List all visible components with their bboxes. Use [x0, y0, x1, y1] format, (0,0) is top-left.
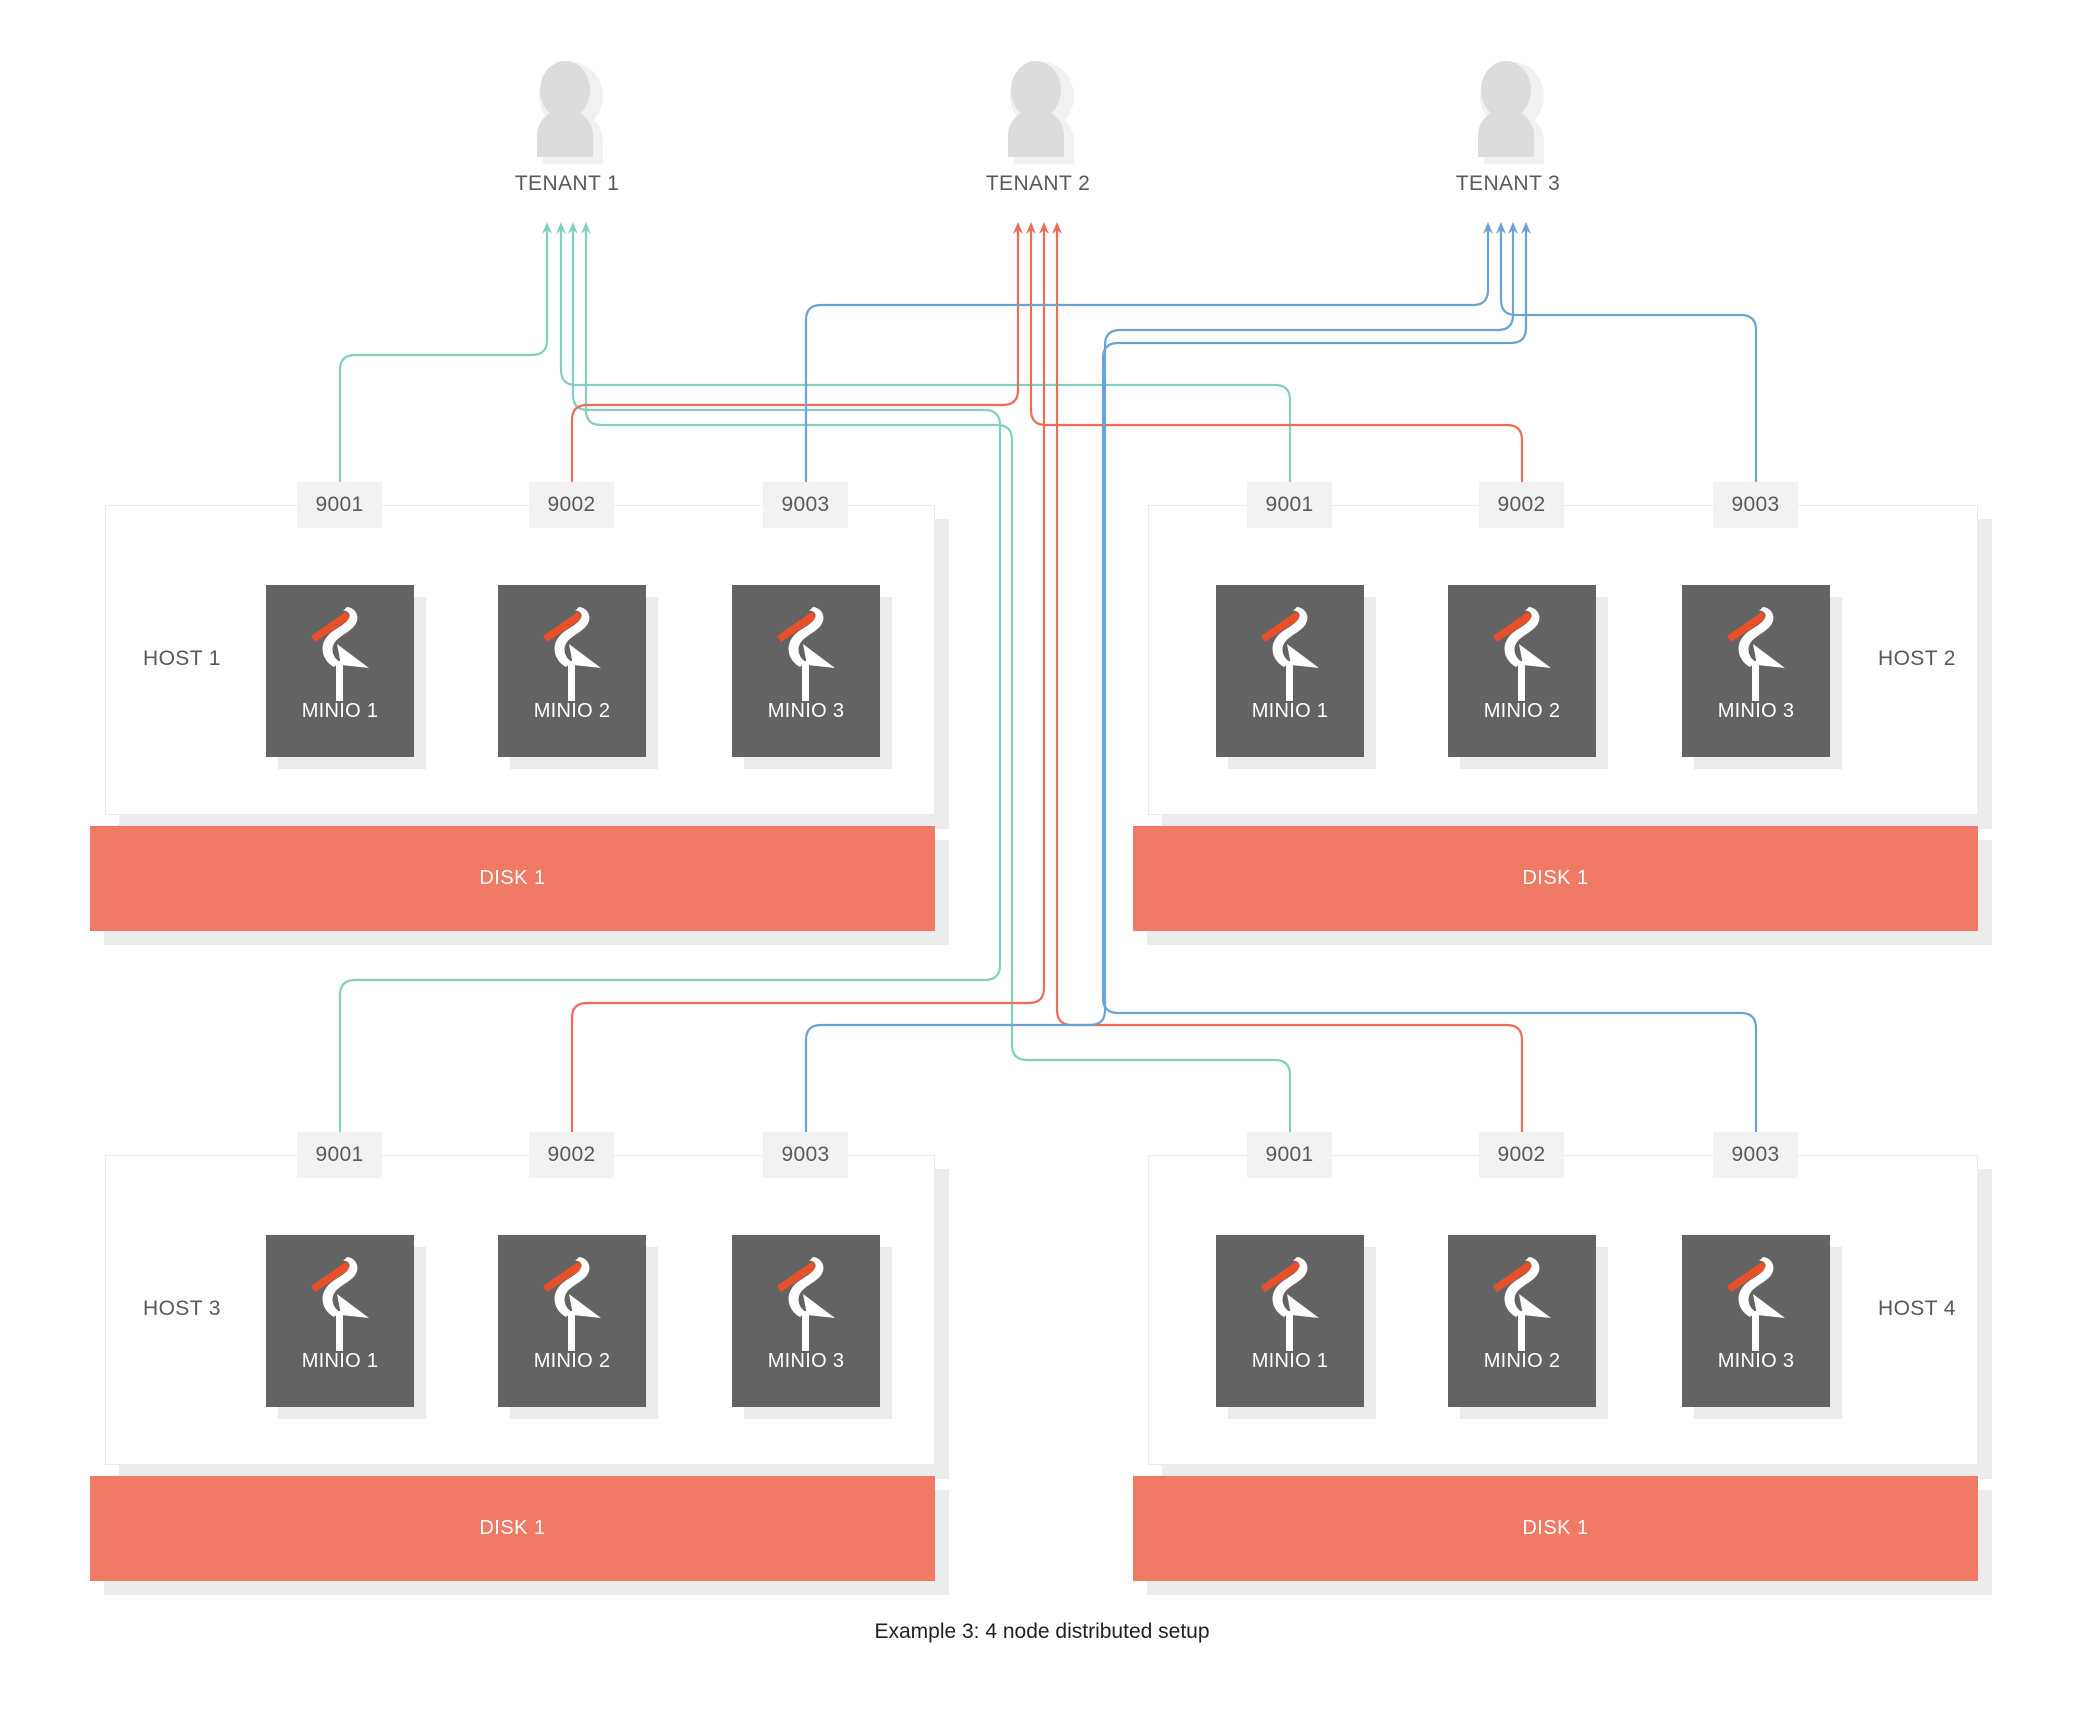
minio-node-1[interactable]: MINIO 1 [1216, 1235, 1364, 1407]
port-chip-9003[interactable]: 9003 [1713, 482, 1798, 528]
host-4-label: HOST 4 [1878, 1297, 1956, 1320]
port-chip-9001[interactable]: 9001 [1247, 482, 1332, 528]
minio-node-3[interactable]: MINIO 3 [732, 585, 880, 757]
port-chip-9002[interactable]: 9002 [1479, 1132, 1564, 1178]
port-chip-9003[interactable]: 9003 [763, 1132, 848, 1178]
minio-node-3-label: MINIO 3 [767, 1350, 845, 1372]
tenant-3-label: TENANT 3 [1455, 172, 1561, 195]
minio-node-2[interactable]: MINIO 2 [1448, 1235, 1596, 1407]
host-2-label: HOST 2 [1878, 647, 1956, 670]
tenant-1[interactable]: TENANT 1 [467, 52, 667, 196]
disk-bar-host-3[interactable]: DISK 1 [90, 1476, 935, 1581]
minio-node-2-label: MINIO 2 [1483, 1350, 1561, 1372]
minio-node-3[interactable]: MINIO 3 [732, 1235, 880, 1407]
port-chip-9001[interactable]: 9001 [1247, 1132, 1332, 1178]
minio-node-3-label: MINIO 3 [1717, 1350, 1795, 1372]
port-chip-9001[interactable]: 9001 [297, 1132, 382, 1178]
tenant-3[interactable]: TENANT 3 [1408, 52, 1608, 196]
tenant-arrowheads [542, 222, 1531, 234]
minio-flamingo-logo [1493, 607, 1551, 701]
minio-flamingo-logo [777, 1257, 835, 1351]
minio-node-2[interactable]: MINIO 2 [498, 1235, 646, 1407]
user-avatar-icon [521, 52, 613, 164]
port-chip-9001[interactable]: 9001 [297, 482, 382, 528]
minio-node-1-label: MINIO 1 [301, 1350, 379, 1372]
wire-tenant1-host1 [338, 226, 549, 502]
figure-caption: Example 3: 4 node distributed setup [874, 1620, 1210, 1643]
minio-flamingo-logo [543, 607, 601, 701]
minio-node-2-label: MINIO 2 [533, 700, 611, 722]
host-3-label: HOST 3 [143, 1297, 221, 1320]
minio-node-1[interactable]: MINIO 1 [266, 1235, 414, 1407]
port-chip-9002[interactable]: 9002 [1479, 482, 1564, 528]
wire-tenant3-host1 [804, 226, 1490, 502]
minio-flamingo-logo [1727, 1257, 1785, 1351]
minio-node-2-label: MINIO 2 [533, 1350, 611, 1372]
user-avatar-icon [992, 52, 1084, 164]
wire-tenant1-host2 [559, 226, 1292, 502]
minio-node-1-label: MINIO 1 [1251, 700, 1329, 722]
minio-node-1-label: MINIO 1 [301, 700, 379, 722]
tenant-1-label: TENANT 1 [514, 172, 620, 195]
minio-node-3[interactable]: MINIO 3 [1682, 585, 1830, 757]
minio-flamingo-logo [311, 1257, 369, 1351]
wire-tenant3-host2 [1499, 226, 1758, 502]
minio-node-3-label: MINIO 3 [767, 700, 845, 722]
wire-tenant2-host1 [570, 226, 1020, 502]
tenant-2-label: TENANT 2 [985, 172, 1091, 195]
minio-node-1-label: MINIO 1 [1251, 1350, 1329, 1372]
port-chip-9003[interactable]: 9003 [763, 482, 848, 528]
minio-flamingo-logo [1261, 1257, 1319, 1351]
minio-node-3-label: MINIO 3 [1717, 700, 1795, 722]
minio-flamingo-logo [1493, 1257, 1551, 1351]
user-avatar-icon [1462, 52, 1554, 164]
minio-node-2-label: MINIO 2 [1483, 700, 1561, 722]
port-chip-9002[interactable]: 9002 [529, 482, 614, 528]
port-chip-9002[interactable]: 9002 [529, 1132, 614, 1178]
minio-node-2[interactable]: MINIO 2 [1448, 585, 1596, 757]
minio-flamingo-logo [311, 607, 369, 701]
disk-bar-host-1-label: DISK 1 [479, 867, 546, 889]
tenant-2[interactable]: TENANT 2 [938, 52, 1138, 196]
minio-flamingo-logo [1727, 607, 1785, 701]
minio-flamingo-logo [777, 607, 835, 701]
disk-bar-host-3-label: DISK 1 [479, 1517, 546, 1539]
wire-tenant2-host2 [1029, 226, 1524, 502]
disk-bar-host-2[interactable]: DISK 1 [1133, 826, 1978, 931]
minio-node-2[interactable]: MINIO 2 [498, 585, 646, 757]
minio-flamingo-logo [543, 1257, 601, 1351]
minio-flamingo-logo [1261, 607, 1319, 701]
host-1-label: HOST 1 [143, 647, 221, 670]
disk-bar-host-4-label: DISK 1 [1522, 1517, 1589, 1539]
port-chip-9003[interactable]: 9003 [1713, 1132, 1798, 1178]
disk-bar-host-1[interactable]: DISK 1 [90, 826, 935, 931]
minio-node-1[interactable]: MINIO 1 [1216, 585, 1364, 757]
minio-node-1[interactable]: MINIO 1 [266, 585, 414, 757]
disk-bar-host-2-label: DISK 1 [1522, 867, 1589, 889]
minio-node-3[interactable]: MINIO 3 [1682, 1235, 1830, 1407]
disk-bar-host-4[interactable]: DISK 1 [1133, 1476, 1978, 1581]
